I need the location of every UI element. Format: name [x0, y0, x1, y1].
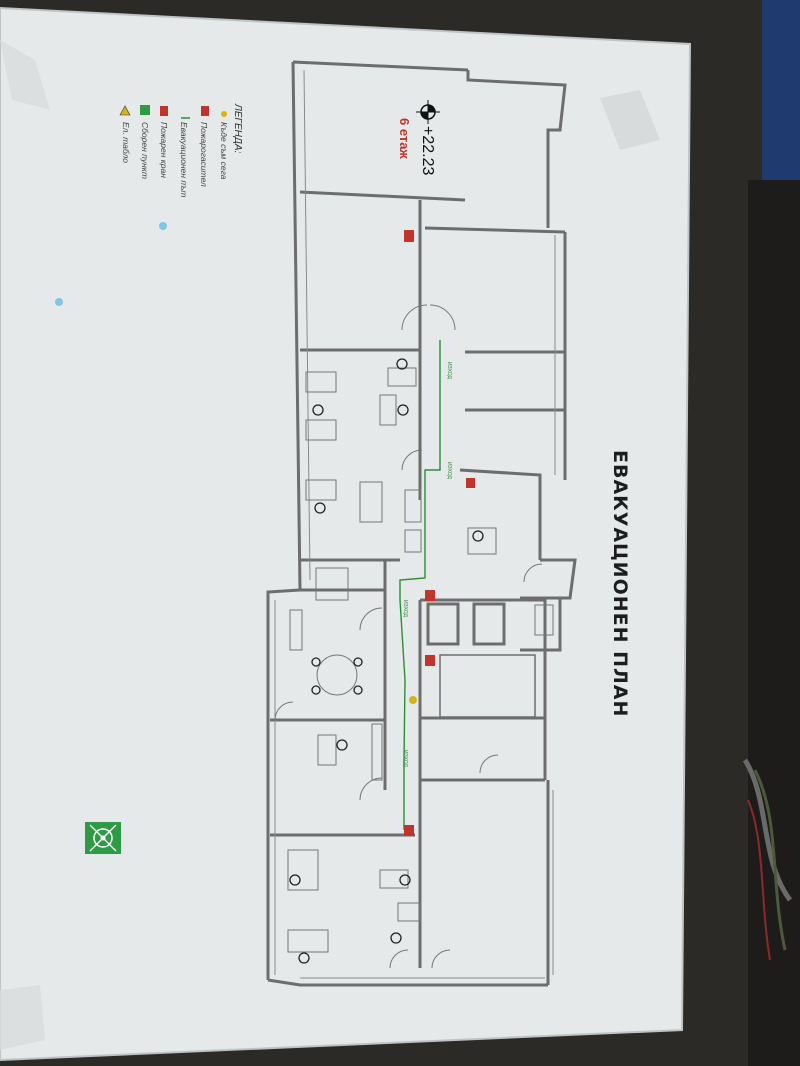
legend-item-label: Къде съм сега — [219, 122, 229, 180]
fire-extinguisher-markers — [404, 230, 475, 836]
tape-mark — [0, 985, 45, 1050]
route-label: ИЗХОД — [446, 362, 452, 379]
legend-item-label: Сборен пункт — [140, 122, 150, 179]
pin — [55, 298, 63, 306]
evacuation-route-line — [399, 340, 441, 830]
route-label: ИЗХОД — [402, 750, 408, 767]
legend-item-label: Пожарен кран — [159, 122, 169, 178]
chair-icons — [289, 358, 484, 964]
legend-icons — [119, 105, 227, 119]
window-walls — [274, 69, 556, 979]
blue-object — [762, 0, 800, 180]
legend-item-label: Ел. табло — [121, 122, 131, 164]
furniture — [287, 367, 554, 953]
dark-edge — [748, 180, 800, 1066]
assembly-point-icon — [140, 105, 150, 115]
fire-hydrant-icon — [160, 106, 168, 116]
assembly-point-sign — [85, 822, 121, 854]
legend-item-label: Пожарогасител — [199, 122, 209, 187]
tape-mark — [0, 40, 50, 110]
level-marker-icon — [416, 100, 440, 124]
pin — [159, 222, 167, 230]
legend-title: ЛЕГЕНДА: — [232, 104, 243, 154]
fire-extinguisher-icon — [201, 106, 209, 116]
plan-title: ЕВАКУАЦИОНЕН ПЛАН — [609, 450, 631, 718]
you-are-here-icon — [409, 696, 417, 704]
you-are-here-icon — [221, 111, 227, 117]
tape-mark — [600, 90, 660, 150]
paper-sheet — [0, 8, 690, 1060]
route-label: ИЗХОД — [446, 462, 452, 479]
floor-plan — [266, 60, 577, 987]
cables — [742, 758, 793, 961]
floor-label: 6 етаж — [397, 118, 412, 159]
elevation-label: +22.23 — [419, 126, 436, 176]
door-swings — [274, 304, 543, 969]
legend-item-label: Евакуационен път — [179, 122, 189, 198]
electrical-panel-icon — [119, 105, 131, 116]
route-label: ИЗХОД — [402, 600, 408, 617]
